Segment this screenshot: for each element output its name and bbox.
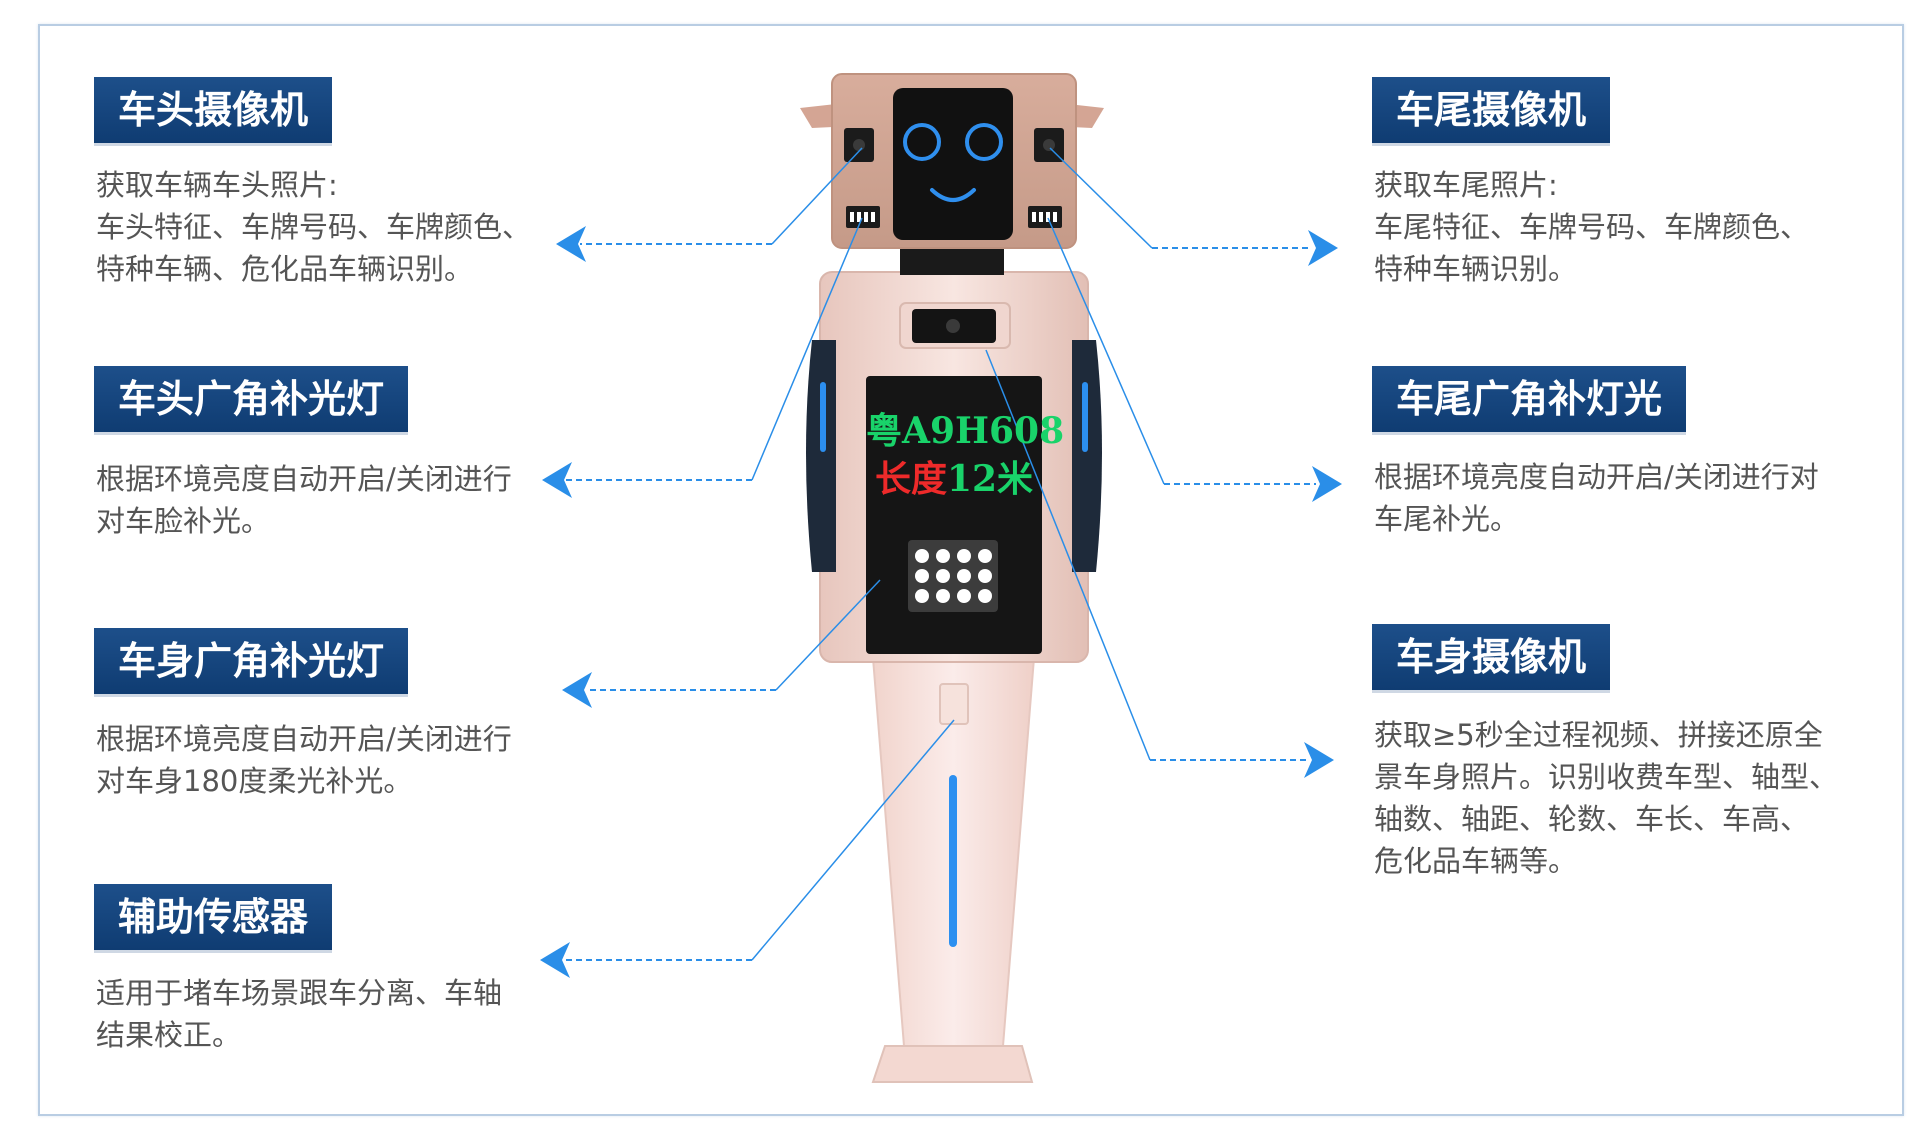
light-dot [957, 569, 971, 583]
pointer-front-camera [771, 147, 863, 245]
arrow-body-light [562, 672, 592, 708]
light-dot [978, 549, 992, 563]
rear-camera-title: 车尾摄像机 [1372, 77, 1611, 143]
light-dot [915, 589, 929, 603]
rear-camera-lens [1043, 139, 1055, 151]
arrow-aux-sensor [540, 942, 570, 978]
body-camera-desc: 获取≥5秒全过程视频、拼接还原全 景车身照片。识别收费车型、轴型、 轴数、轴距、… [1374, 718, 1839, 878]
body-camera-title: 车身摄像机 [1372, 624, 1611, 690]
pole-led-strip [949, 775, 957, 947]
light-dot [915, 569, 929, 583]
arrow-rear-light [1312, 466, 1342, 502]
left-light-wing [806, 340, 836, 572]
left-light-strip [820, 382, 826, 452]
smile [930, 188, 976, 202]
pointer-rear-camera [1049, 147, 1153, 249]
light-dot [936, 569, 950, 583]
body-light-desc: 根据环境亮度自动开启/关闭进行 对车身180度柔光补光。 [96, 722, 512, 798]
plate-number: A9H608 [902, 410, 1065, 452]
right-light-strip [1082, 382, 1088, 452]
pointer-body-camera [985, 349, 1151, 761]
body-camera-lens [946, 319, 960, 333]
aux-sensor-window [939, 683, 969, 725]
aux-sensor-title: 辅助传感器 [94, 884, 333, 950]
device-base [871, 1045, 1034, 1083]
rear-light-grid [1028, 206, 1062, 228]
arrow-body-camera [1304, 742, 1334, 778]
front-light-grid [846, 206, 880, 228]
content-frame [38, 24, 1904, 1116]
body-light-matrix [908, 540, 998, 612]
left-eye [903, 123, 941, 161]
front-light-title: 车头广角补光灯 [94, 366, 409, 432]
length-label: 长度 [874, 458, 947, 500]
plate-prefix: 粤 [866, 410, 903, 452]
body-light-title: 车身广角补光灯 [94, 628, 409, 694]
arrow-front-camera [556, 226, 586, 262]
front-light-desc: 根据环境亮度自动开启/关闭进行 对车脸补光。 [96, 462, 512, 538]
pointer-body-light [775, 579, 881, 691]
pointer-front-light [751, 217, 863, 481]
front-camera-desc: 获取车辆车头照片: 车头特征、车牌号码、车牌颜色、 特种车辆、危化品车辆识别。 [96, 168, 532, 286]
light-dot [936, 549, 950, 563]
arrow-front-light [542, 462, 572, 498]
light-dot [978, 569, 992, 583]
pointer-aux-sensor [751, 719, 955, 961]
arrow-rear-camera [1308, 230, 1338, 266]
aux-sensor-desc: 适用于堵车场景跟车分离、车轴 结果校正。 [96, 976, 503, 1052]
rear-camera-desc: 获取车尾照片: 车尾特征、车牌号码、车牌颜色、 特种车辆识别。 [1374, 168, 1810, 286]
vehicle-length-line: 长度12米 [866, 450, 1042, 502]
rear-light-desc: 根据环境亮度自动开启/关闭进行对 车尾补光。 [1374, 460, 1819, 536]
pointer-rear-light [1047, 217, 1165, 485]
length-value: 12米 [946, 458, 1034, 500]
light-dot [915, 549, 929, 563]
right-eye [965, 123, 1003, 161]
front-camera-title: 车头摄像机 [94, 77, 333, 143]
plate-number-line: 粤A9H608 [866, 402, 1064, 454]
light-dot [978, 589, 992, 603]
right-light-wing [1072, 340, 1102, 572]
light-dot [957, 589, 971, 603]
light-dot [957, 549, 971, 563]
light-dot [936, 589, 950, 603]
rear-light-title: 车尾广角补灯光 [1372, 366, 1687, 432]
device-neck [900, 245, 1004, 275]
